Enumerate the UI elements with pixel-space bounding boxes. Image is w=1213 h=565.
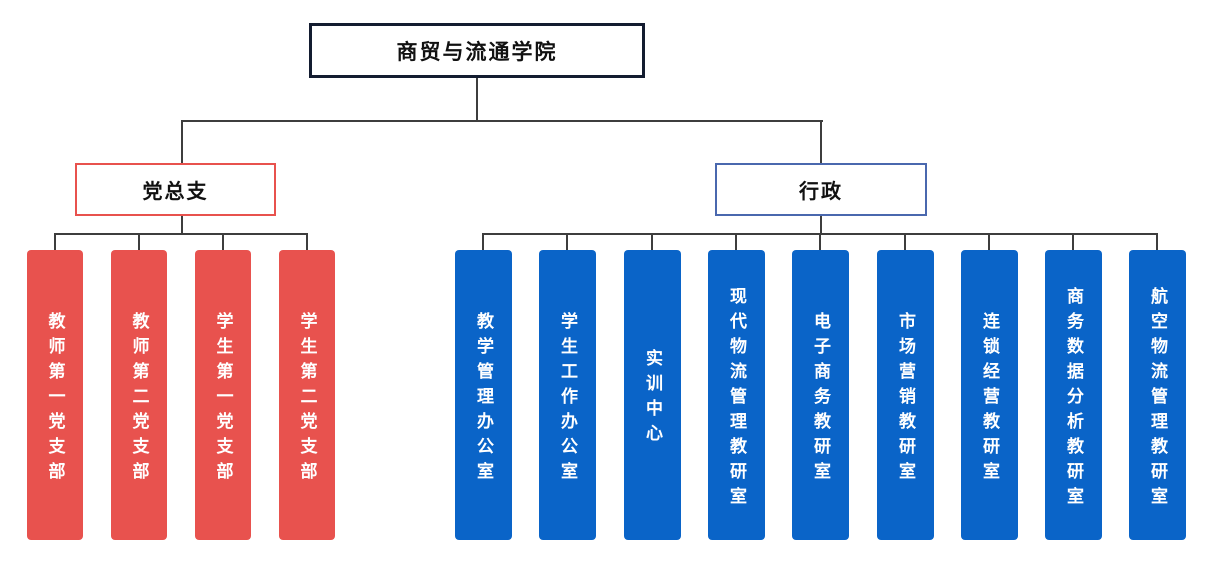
- leaf-label: 学生工作办公室: [558, 311, 577, 487]
- connector-line: [306, 233, 308, 251]
- branch-node-party: 党总支: [75, 163, 276, 216]
- connector-line: [181, 216, 183, 234]
- connector-line: [138, 233, 140, 251]
- connector-line: [1156, 233, 1158, 251]
- leaf-node-admin-office-4: 现代物流管理教研室: [708, 250, 765, 540]
- branch-label: 党总支: [142, 181, 209, 203]
- root-label: 商贸与流通学院: [396, 40, 558, 64]
- leaf-node-admin-office-7: 连锁经营教研室: [961, 250, 1018, 540]
- connector-line: [988, 233, 990, 251]
- leaf-node-admin-office-9: 航空物流管理教研室: [1129, 250, 1186, 540]
- leaf-label: 现代物流管理教研室: [727, 286, 746, 512]
- connector-line: [54, 233, 56, 251]
- root-node: 商贸与流通学院: [309, 23, 645, 78]
- leaf-label: 商务数据分析教研室: [1064, 286, 1083, 512]
- branch-label: 行政: [799, 181, 843, 203]
- leaf-label: 教师第一党支部: [45, 311, 65, 487]
- leaf-label: 实训中心: [643, 349, 662, 449]
- leaf-node-admin-office-1: 教学管理办公室: [455, 250, 512, 540]
- connector-line: [1072, 233, 1074, 251]
- leaf-label: 教师第二党支部: [129, 311, 149, 487]
- leaf-node-party-branch-2: 教师第二党支部: [111, 250, 167, 540]
- connector-line: [735, 233, 737, 251]
- leaf-node-admin-office-5: 电子商务教研室: [792, 250, 849, 540]
- leaf-label: 连锁经营教研室: [980, 311, 999, 487]
- leaf-node-party-branch-1: 教师第一党支部: [27, 250, 83, 540]
- connector-line: [904, 233, 906, 251]
- leaf-label: 学生第二党支部: [297, 311, 317, 487]
- leaf-node-admin-office-8: 商务数据分析教研室: [1045, 250, 1102, 540]
- leaf-label: 市场营销教研室: [896, 311, 915, 487]
- leaf-label: 教学管理办公室: [474, 311, 493, 487]
- connector-line: [651, 233, 653, 251]
- connector-line: [566, 233, 568, 251]
- leaf-node-party-branch-3: 学生第一党支部: [195, 250, 251, 540]
- leaf-node-party-branch-4: 学生第二党支部: [279, 250, 335, 540]
- connector-line: [181, 120, 823, 122]
- connector-line: [482, 233, 484, 251]
- connector-line: [54, 233, 308, 235]
- leaf-label: 学生第一党支部: [213, 311, 233, 487]
- connector-line: [476, 78, 478, 121]
- connector-line: [819, 233, 821, 251]
- leaf-label: 航空物流管理教研室: [1148, 286, 1167, 512]
- connector-line: [222, 233, 224, 251]
- leaf-node-admin-office-6: 市场营销教研室: [877, 250, 934, 540]
- leaf-node-admin-office-3: 实训中心: [624, 250, 681, 540]
- branch-node-admin: 行政: [715, 163, 927, 216]
- connector-line: [181, 120, 183, 165]
- leaf-label: 电子商务教研室: [811, 311, 830, 487]
- connector-line: [820, 120, 822, 165]
- leaf-node-admin-office-2: 学生工作办公室: [539, 250, 596, 540]
- connector-line: [820, 216, 822, 234]
